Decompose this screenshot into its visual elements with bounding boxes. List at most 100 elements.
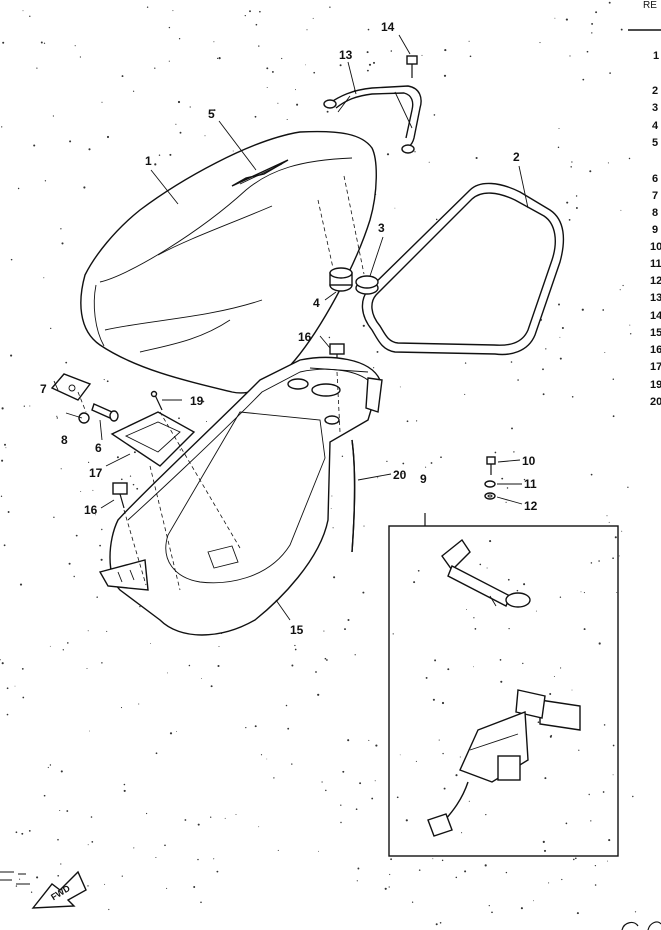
- bracket-7: [50, 373, 92, 401]
- speckle-dot: [464, 362, 467, 364]
- speckle-dot: [373, 367, 375, 369]
- speckle-dot: [333, 576, 336, 579]
- bolt-6: [91, 403, 119, 422]
- speckle-dot: [368, 739, 370, 741]
- speckle-dot: [375, 744, 378, 747]
- speckle-dot: [517, 379, 519, 381]
- speckle-dot: [1, 126, 3, 128]
- speckle-dot: [133, 451, 136, 454]
- speckle-dot: [590, 473, 593, 476]
- speckle-dot: [106, 380, 109, 383]
- speckle-dot: [73, 575, 75, 578]
- speckle-dot: [296, 103, 299, 106]
- speckle-dot: [399, 386, 401, 388]
- speckle-dot: [367, 28, 370, 31]
- speckle-dot: [347, 618, 350, 622]
- speckle-dot: [620, 209, 622, 211]
- callout-number: 9: [420, 472, 427, 486]
- speckle-dot: [87, 630, 89, 632]
- speckle-dot: [614, 536, 617, 539]
- speckle-dot: [545, 348, 547, 350]
- speckle-dot: [154, 67, 156, 69]
- speckle-dot: [291, 664, 294, 667]
- speckle-dot: [439, 922, 442, 924]
- side-number: 13: [650, 292, 661, 304]
- speckle-dot: [158, 154, 161, 156]
- speckle-dot: [101, 528, 103, 531]
- speckle-dot: [57, 874, 60, 877]
- speckle-dot: [435, 923, 438, 926]
- callouts: 1 2 3 4 5 6 7 8 9 10 11 12 13 14 15 16 1…: [40, 20, 538, 637]
- side-number: 12: [650, 275, 661, 287]
- callout-number: 13: [339, 48, 353, 62]
- speckle-dot: [61, 242, 64, 245]
- speckle-dot: [520, 907, 523, 910]
- speckle-dot: [455, 876, 458, 879]
- cover-lid-17: [110, 411, 196, 467]
- speckle-dot: [533, 900, 534, 902]
- speckle-dot: [168, 60, 170, 62]
- speckle-dot: [155, 752, 158, 755]
- bolt-16-lower: [112, 482, 128, 509]
- callout-number: 11: [524, 477, 537, 491]
- speckle-dot: [178, 38, 181, 40]
- speckle-dot: [179, 449, 181, 451]
- speckle-dot: [294, 648, 297, 651]
- speckle-dot: [295, 89, 296, 91]
- speckle-dot: [33, 144, 36, 147]
- speckle-dot: [56, 415, 58, 417]
- speckle-dot: [168, 26, 171, 29]
- speckle-dot: [354, 654, 356, 656]
- speckle-dot: [575, 207, 578, 209]
- speckle-dot: [417, 569, 420, 572]
- speckle-dot: [598, 560, 600, 562]
- speckle-dot: [543, 849, 547, 852]
- speckle-dot: [133, 847, 135, 849]
- speckle-dot: [286, 118, 288, 121]
- speckle-dot: [418, 869, 421, 871]
- speckle-dot: [332, 527, 334, 529]
- speckle-dot: [15, 885, 18, 887]
- speckle-dot: [489, 540, 492, 543]
- speckle-dot: [366, 51, 369, 54]
- speckle-dot: [595, 11, 598, 14]
- damper-nut-3: [355, 275, 379, 295]
- speckle-dot: [80, 491, 82, 492]
- speckle-dot: [494, 451, 497, 454]
- speckle-dot: [347, 739, 350, 742]
- speckle-dot: [516, 589, 519, 592]
- speckle-dot: [49, 645, 51, 647]
- speckle-dot: [392, 633, 394, 635]
- speckle-dot: [608, 1, 611, 4]
- speckle-dot: [0, 495, 3, 497]
- callout-number: 8: [61, 433, 68, 447]
- callout-number: 16: [84, 503, 98, 517]
- speckle-dot: [205, 420, 208, 423]
- speckle-dot: [330, 508, 332, 509]
- speckle-dot: [405, 819, 408, 822]
- speckle-dot: [86, 668, 88, 669]
- speckle-dot: [612, 744, 615, 747]
- reference-number-column: 1 2 3 4 5 6 7 8 9 10 11 12 13 14 15 16 1…: [650, 50, 661, 408]
- nut-8: [78, 412, 90, 424]
- speckle-dot: [488, 904, 490, 907]
- speckle-dot: [4, 443, 6, 446]
- speckle-dot: [618, 555, 620, 557]
- speckle-dot: [583, 592, 585, 594]
- speckle-dot: [430, 462, 433, 464]
- speckle-dot: [74, 45, 76, 47]
- grab-handle-bracket: [323, 85, 422, 154]
- speckle-dot: [591, 32, 593, 34]
- speckle-dot: [166, 672, 168, 674]
- speckle-dot: [443, 74, 447, 77]
- speckle-dot: [513, 451, 515, 453]
- speckle-dot: [90, 816, 93, 818]
- speckle-dot: [612, 378, 615, 380]
- speckle-dot: [169, 153, 172, 156]
- speckle-dot: [459, 756, 461, 758]
- speckle-dot: [486, 567, 488, 569]
- side-number: 10: [650, 241, 661, 253]
- speckle-dot: [200, 901, 202, 904]
- speckle-dot: [96, 596, 98, 598]
- speckle-dot: [2, 41, 5, 44]
